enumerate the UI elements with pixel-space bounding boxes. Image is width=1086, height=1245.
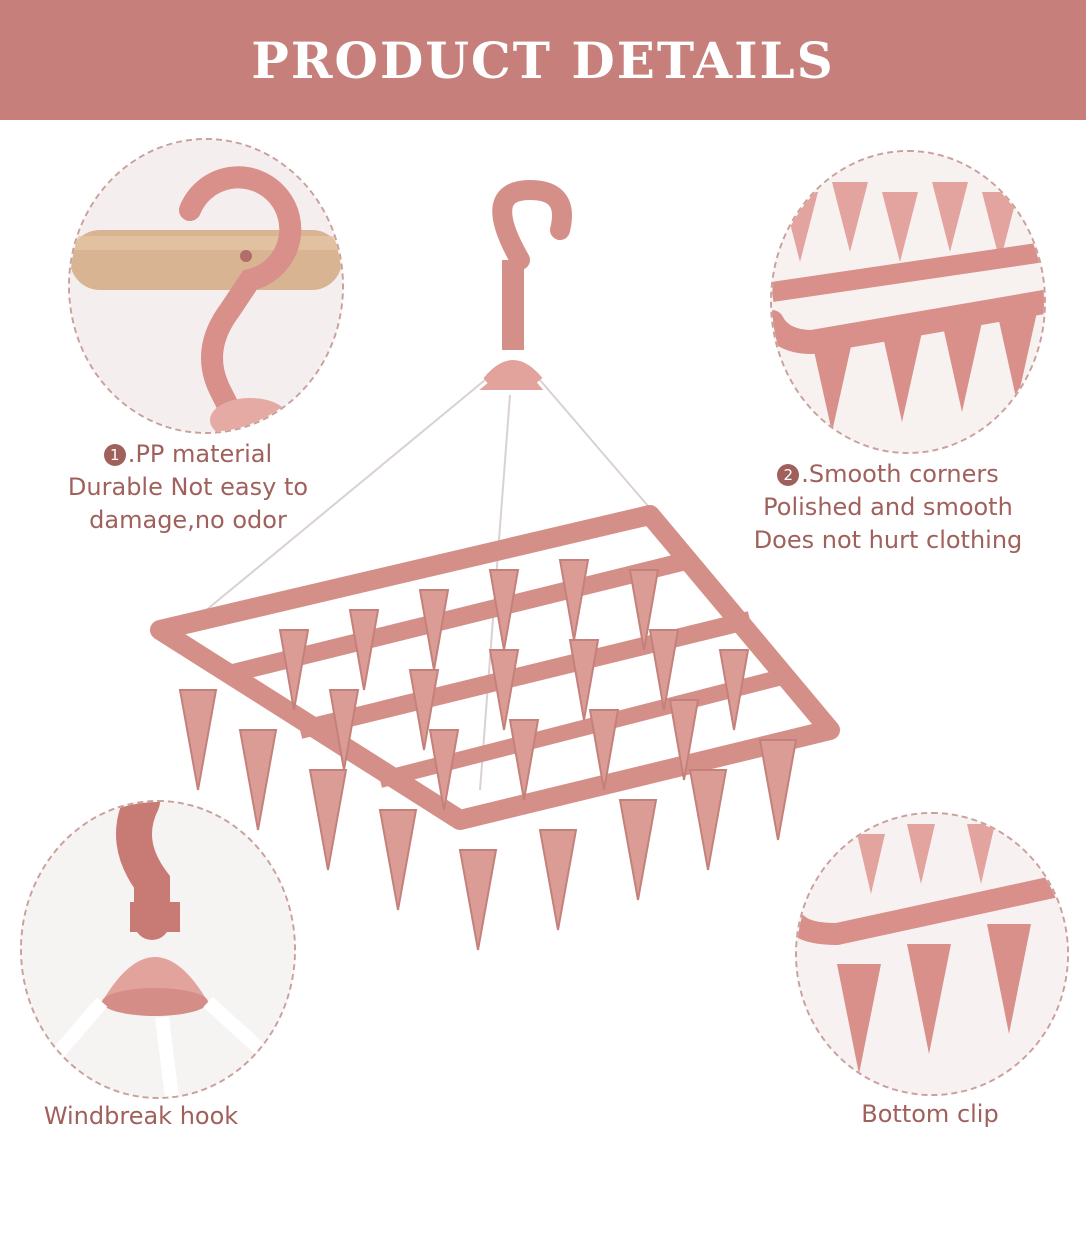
feature-1-line-2: Durable Not easy to	[67, 473, 309, 501]
feature-2-line-3: Does not hurt clothing	[753, 526, 1023, 554]
clothes-hanger-image	[130, 170, 870, 970]
bottom-clip-image	[795, 812, 1069, 1096]
feature-2-caption: 2.Smooth corners Polished and smooth Doe…	[748, 458, 1028, 557]
feature-4-caption: Bottom clip	[850, 1098, 1010, 1131]
feature-1-number: 1	[103, 444, 126, 466]
feature-2-line-1: Smooth corners	[808, 460, 999, 488]
feature-4-line-1: Bottom clip	[861, 1100, 999, 1128]
feature-1-caption: 1.PP material Durable Not easy to damage…	[58, 438, 318, 537]
feature-2-line-2: Polished and smooth	[763, 493, 1013, 521]
corner-detail-image	[770, 150, 1046, 454]
windbreak-hook-image	[20, 800, 296, 1099]
feature-3-line-1: Windbreak hook	[43, 1102, 239, 1130]
hook-detail-image	[68, 138, 344, 434]
feature-1-line-1: PP material	[135, 440, 273, 468]
feature-1-line-3: damage,no odor	[89, 506, 287, 534]
feature-3-caption: Windbreak hook	[36, 1100, 246, 1133]
header-banner: PRODUCT DETAILS	[0, 0, 1086, 120]
feature-2-number: 2	[777, 464, 800, 486]
page-title: PRODUCT DETAILS	[251, 30, 835, 90]
